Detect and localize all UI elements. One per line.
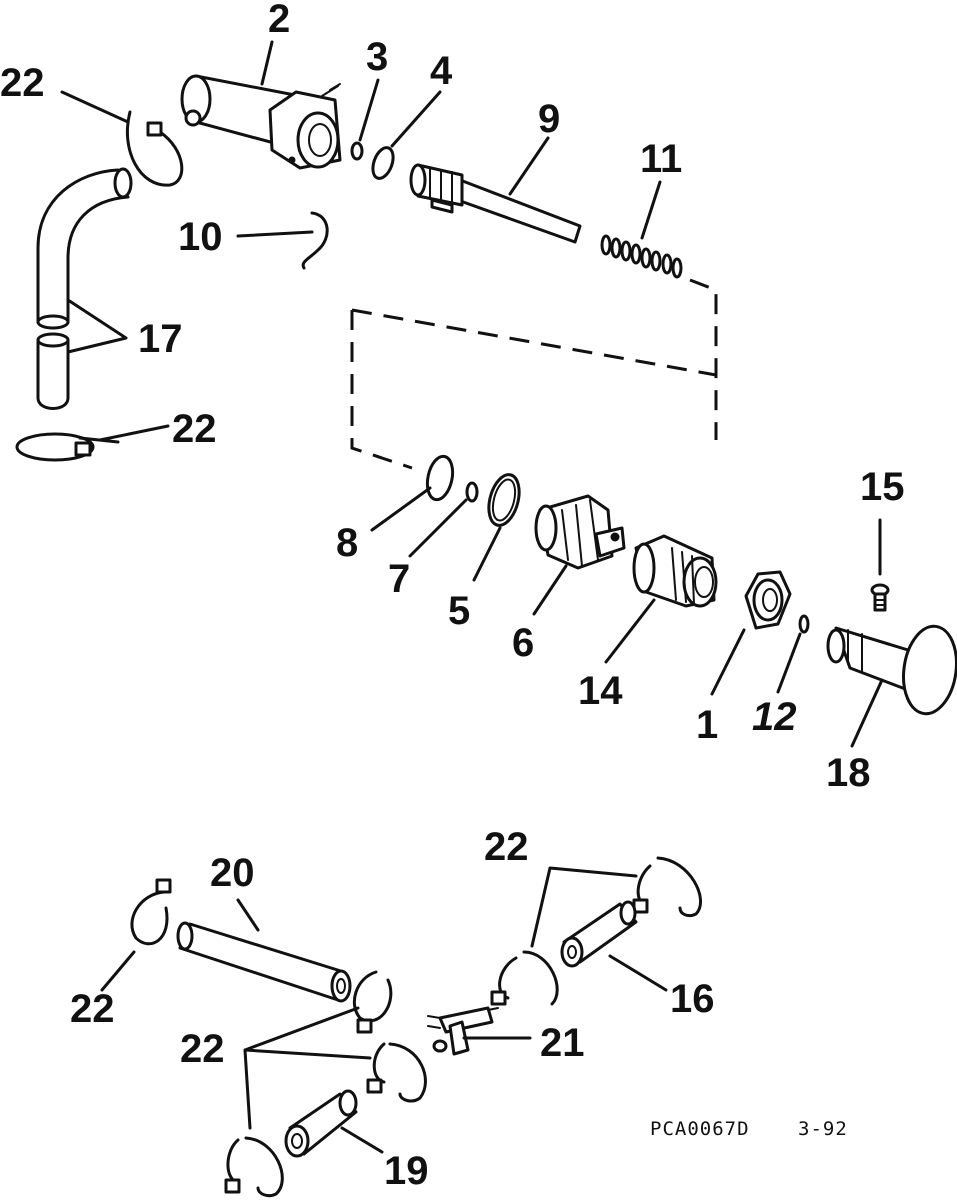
callout-1: 1 — [696, 703, 718, 747]
part-1-nut — [744, 570, 792, 630]
callout-18: 18 — [826, 751, 871, 795]
callout-11: 11 — [640, 137, 682, 181]
callout-16: 16 — [670, 977, 715, 1021]
callout-12: 12 — [752, 695, 797, 739]
part-22-hose-clamp — [366, 1042, 427, 1103]
part-16-hose — [560, 900, 638, 968]
callout-labels: 2 3 4 9 11 22 10 17 22 15 8 7 5 6 14 1 1… — [0, 0, 905, 1193]
callout-20: 20 — [210, 851, 255, 895]
drawing-date: 3-92 — [798, 1118, 848, 1140]
callout-2: 2 — [268, 0, 290, 41]
part-22-hose-clamp — [130, 878, 172, 946]
part-9-shaft — [409, 163, 582, 244]
part-7-o-ring — [465, 481, 479, 503]
callout-3: 3 — [366, 35, 388, 79]
callout-10: 10 — [178, 215, 223, 259]
callout-9: 9 — [538, 97, 560, 141]
assembly-alignment-dashed-line — [350, 278, 718, 470]
part-10-retaining-clip — [301, 211, 329, 270]
callout-17: 17 — [138, 317, 183, 361]
part-22-hose-clamp — [632, 856, 702, 918]
callout-19: 19 — [384, 1149, 429, 1193]
callout-22-lower-left: 22 — [70, 987, 115, 1031]
part-11-spring — [600, 234, 683, 279]
part-4-o-ring — [371, 146, 395, 180]
callout-14: 14 — [578, 669, 623, 713]
drawing-reference: PCA0067D 3-92 — [650, 1118, 848, 1140]
part-18-knob — [826, 624, 957, 716]
part-20-long-hose — [176, 921, 352, 1003]
callout-21: 21 — [540, 1021, 585, 1065]
callout-22-top: 22 — [0, 61, 45, 105]
part-2-housing — [180, 74, 342, 170]
part-8-washer — [425, 454, 455, 502]
callout-22-upper-right: 22 — [484, 825, 529, 869]
callout-15: 15 — [860, 465, 905, 509]
part-22-hose-clamp — [125, 110, 184, 187]
part-21-t-fitting — [427, 1006, 499, 1056]
drawing-code: PCA0067D — [650, 1118, 750, 1140]
part-17-hose — [36, 167, 133, 410]
part-22-hose-clamp — [490, 950, 559, 1006]
part-5-gasket — [487, 473, 521, 527]
callout-22-lower-center: 22 — [180, 1027, 225, 1071]
part-22-hose-clamp — [224, 1136, 284, 1198]
part-3-o-ring — [350, 141, 364, 161]
callout-22-left: 22 — [172, 407, 217, 451]
callout-5: 5 — [448, 589, 470, 633]
part-6-valve-body — [534, 494, 626, 570]
part-14-threaded-fitting — [632, 534, 718, 608]
part-12-o-ring — [798, 614, 810, 634]
part-19-short-hose — [284, 1089, 358, 1158]
callout-4: 4 — [430, 49, 453, 93]
callout-8: 8 — [336, 521, 358, 565]
leader-lines-lower — [100, 866, 668, 1154]
leader-lines-upper — [60, 40, 884, 748]
part-15-screw — [870, 583, 890, 612]
callout-7: 7 — [388, 557, 410, 601]
part-22-hose-clamp — [352, 970, 393, 1034]
callout-6: 6 — [512, 621, 534, 665]
